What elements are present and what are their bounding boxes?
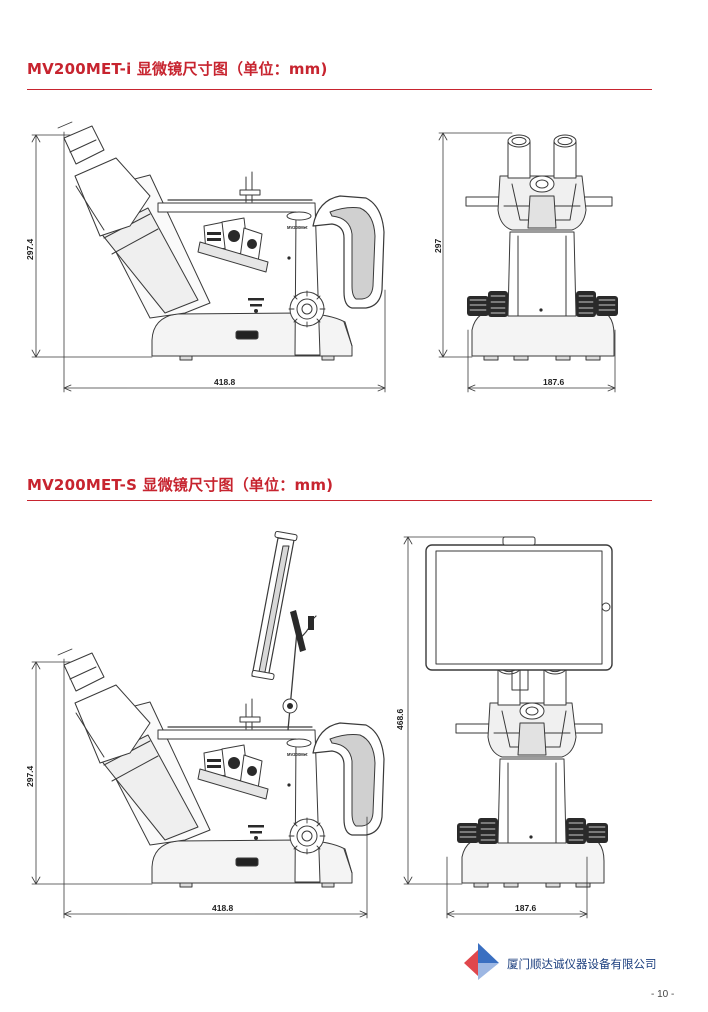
width-dimension-side-i — [63, 131, 386, 393]
height-label-side-s: 297.4 — [25, 765, 35, 787]
width-dimension-front-i — [467, 329, 616, 393]
microscope-side-view-s — [63, 652, 385, 888]
company-name: 厦门顺达诚仪器设备有限公司 — [507, 957, 657, 971]
width-dimension-side-s — [63, 658, 368, 919]
section-divider-i — [27, 89, 652, 90]
width-label-side-s: 418.8 — [212, 903, 234, 913]
width-label-front-s: 187.6 — [515, 903, 537, 913]
height-label-side-i: 297.4 — [25, 238, 35, 260]
company-logo-icon — [464, 943, 499, 980]
width-label-front-i: 187.6 — [543, 377, 565, 387]
section-divider-s — [27, 500, 652, 501]
width-dimension-front-s — [446, 856, 588, 919]
section-title-s: MV200MET-S 显微镜尺寸图（单位：mm) — [27, 476, 334, 494]
tablet-mount-side-s — [251, 530, 317, 731]
tablet-front-s — [425, 536, 613, 691]
height-label-front-s: 468.6 — [395, 708, 405, 730]
height-dimension-front-i — [438, 132, 513, 358]
section-title-i: MV200MET-i 显微镜尺寸图（单位：mm) — [27, 60, 328, 78]
width-label-side-i: 418.8 — [214, 377, 236, 387]
brand-label-i: MV200Met — [287, 225, 308, 230]
microscope-front-view-s — [455, 661, 609, 888]
microscope-front-view-i — [465, 134, 619, 361]
height-label-front-i: 297 — [433, 239, 443, 253]
height-dimension-front-s — [403, 536, 506, 885]
brand-label-s: MV200Met — [287, 752, 308, 757]
microscope-side-view-i — [63, 125, 385, 361]
page-number: - 10 - — [651, 989, 675, 1000]
